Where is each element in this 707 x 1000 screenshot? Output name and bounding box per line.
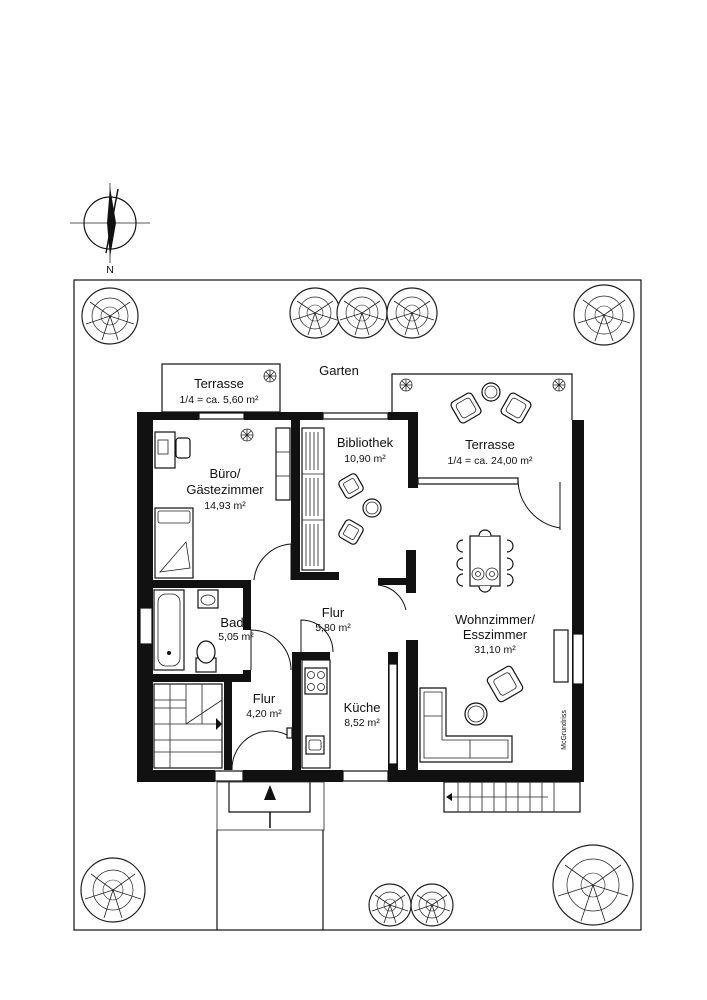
flur-small-area: 4,20 m² (246, 708, 282, 720)
wohnzimmer-name-line2: Esszimmer (463, 627, 528, 642)
tree-icon (552, 844, 634, 926)
terrace-large-name: Terrasse (465, 437, 515, 452)
tree-icon (80, 857, 146, 923)
bed-icon (154, 507, 194, 579)
terrace-small-name: Terrasse (194, 376, 244, 391)
entrance (216, 781, 325, 930)
bookshelf (301, 427, 325, 571)
stairs-icon (153, 683, 223, 769)
terrace-large-area: 1/4 = ca. 24,00 m² (448, 455, 533, 467)
bibliothek-area: 10,90 m² (344, 453, 386, 465)
walls (137, 412, 584, 782)
bibliothek-name: Bibliothek (337, 435, 394, 450)
tree-icon (368, 883, 412, 927)
kueche-name: Küche (344, 700, 381, 715)
armchair-icon (500, 392, 532, 424)
kueche-area: 8,52 m² (344, 717, 380, 729)
bad-area: 5,05 m² (218, 631, 254, 643)
plant-icon (552, 378, 566, 392)
wohnzimmer-name-line1: Wohnzimmer/ (455, 612, 535, 627)
tree-icon (386, 287, 438, 339)
kitchen-cabinet (388, 663, 398, 765)
plot-boundary (73, 279, 642, 931)
bathtub-icon (153, 589, 185, 671)
flur-main-name: Flur (322, 605, 345, 620)
terrace-small-area: 1/4 = ca. 5,60 m² (179, 394, 259, 406)
armchair-icon (486, 665, 524, 703)
sink-icon (305, 735, 325, 755)
compass-icon (70, 183, 150, 263)
buero-area: 14,93 m² (204, 500, 246, 512)
watermark: McGrundriss (561, 710, 568, 750)
table-icon (464, 702, 488, 726)
terrace-large-outline (391, 373, 573, 420)
wohnzimmer-area: 31,10 m² (474, 644, 516, 656)
doors (231, 480, 561, 771)
stairs-icon (443, 781, 581, 813)
buero-name-line1: Büro/ (209, 466, 240, 481)
armchair-icon (338, 519, 364, 545)
toilet-icon (195, 640, 217, 673)
sink-icon (197, 589, 219, 609)
wardrobe (275, 427, 291, 501)
desk (154, 431, 191, 469)
tree-icon (573, 284, 635, 346)
plant-icon (240, 428, 254, 442)
buero-name-line2: Gästezimmer (186, 482, 264, 497)
bad-name: Bad (220, 615, 243, 630)
compass-north-label: N (106, 264, 114, 276)
armchair-icon (338, 473, 364, 499)
entrance-arrow-icon (264, 785, 276, 800)
coat-hook (286, 727, 293, 739)
table-icon (481, 382, 501, 402)
flur-main-area: 5,80 m² (315, 622, 351, 634)
tree-icon (410, 883, 454, 927)
tree-icon (336, 287, 388, 339)
sideboard (553, 629, 569, 683)
tree-icon (289, 287, 341, 339)
terrace-small (161, 363, 281, 413)
dining-table-icon (456, 529, 514, 593)
sofa-icon (419, 687, 513, 763)
bad-window (139, 607, 153, 645)
garden-label: Garten (319, 363, 359, 378)
stove-icon (304, 667, 328, 695)
tree-icon (81, 287, 139, 345)
armchair-icon (450, 392, 482, 424)
plant-icon (263, 369, 277, 383)
plant-icon (399, 378, 413, 392)
table-icon (362, 498, 382, 518)
flur-small-name: Flur (253, 691, 276, 706)
